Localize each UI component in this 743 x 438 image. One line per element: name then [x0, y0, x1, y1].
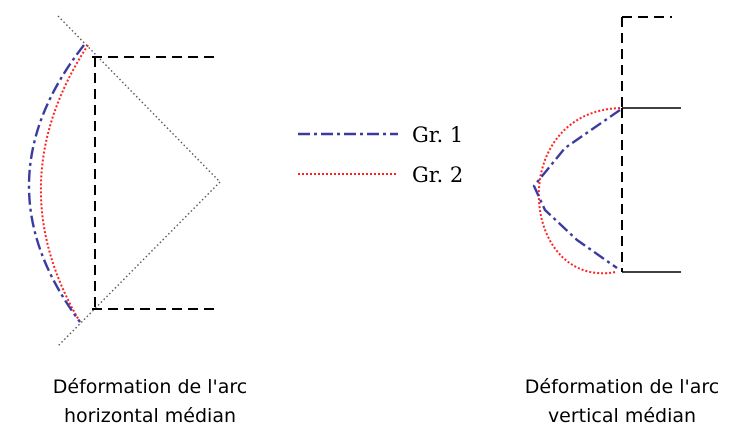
- gr1-curve-vertical: [532, 109, 621, 269]
- caption-vertical-arc: Déformation de l'arc vertical médian: [472, 373, 743, 431]
- caption-horizontal-arc: Déformation de l'arc horizontal médian: [0, 373, 300, 431]
- guide-line-upper: [57, 15, 221, 183]
- vertical-arc-figure: [532, 16, 681, 275]
- gr2-curve-horizontal: [40, 44, 89, 323]
- caption-right-line1: Déformation de l'arc: [524, 376, 720, 398]
- legend: Gr. 1 Gr. 2: [298, 123, 463, 187]
- caption-left-line1: Déformation de l'arc: [52, 376, 248, 398]
- guide-line-lower: [57, 181, 221, 347]
- horizontal-arc-figure: [27, 15, 221, 347]
- legend-label-gr2: Gr. 2: [412, 163, 463, 187]
- caption-right-line2: vertical médian: [547, 405, 697, 427]
- caption-left-line2: horizontal médian: [63, 405, 237, 427]
- gr1-curve-horizontal: [27, 44, 85, 323]
- legend-label-gr1: Gr. 1: [412, 123, 463, 147]
- gr2-curve-vertical: [537, 107, 621, 275]
